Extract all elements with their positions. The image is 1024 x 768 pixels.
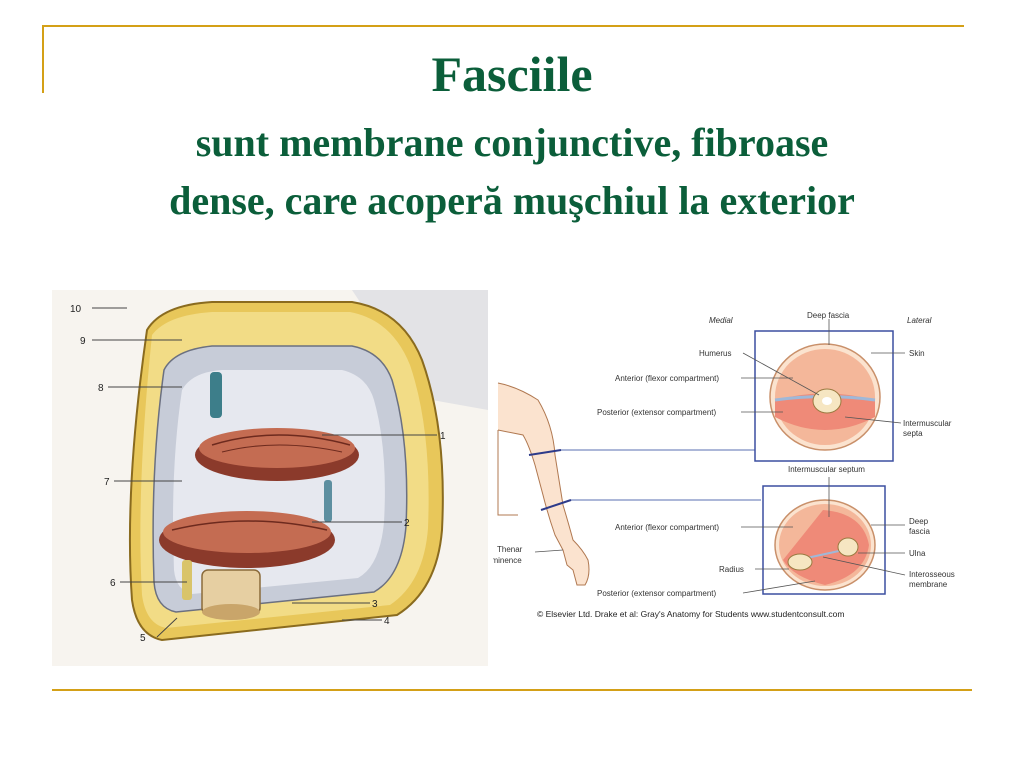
posterior-upper-label: Posterior (extensor compartment): [597, 408, 716, 417]
label-7: 7: [104, 477, 110, 488]
humerus-label: Humerus: [699, 349, 731, 358]
eminence-label: eminence: [493, 556, 522, 565]
radius-label: Radius: [719, 565, 744, 574]
thenar-label: Thenar: [497, 545, 523, 554]
compartments-diagram: Medial Lateral Deep fascia Skin Humerus …: [487, 305, 973, 625]
deep-fascia-2-label-b: fascia: [909, 527, 930, 536]
label-10: 10: [70, 304, 82, 315]
left-rule: [42, 25, 44, 93]
slide-subtitle: sunt membrane conjunctive, fibroase dens…: [40, 114, 984, 230]
intermuscular-septum-label: Intermuscular septum: [788, 465, 865, 474]
label-9: 9: [80, 336, 86, 347]
label-1: 1: [440, 431, 446, 442]
subtitle-line-2: dense, care acoperă muşchiul la exterior: [169, 178, 855, 223]
arm-cross-section-illustration: 10 9 8 7 6 5 4 3 2 1: [52, 290, 488, 666]
label-4: 4: [384, 616, 390, 627]
septa-label: septa: [903, 429, 923, 438]
top-rule: [44, 25, 964, 27]
medial-label: Medial: [709, 316, 733, 325]
interosseous-label: Interosseous: [909, 570, 955, 579]
membrane-label: membrane: [909, 580, 948, 589]
label-6: 6: [110, 578, 116, 589]
lateral-label: Lateral: [907, 316, 932, 325]
arm-illustration-svg: 10 9 8 7 6 5 4 3 2 1: [52, 290, 488, 666]
deep-fascia-2-label: Deep: [909, 517, 929, 526]
anterior-lower-label: Anterior (flexor compartment): [615, 523, 719, 532]
anterior-upper-label: Anterior (flexor compartment): [615, 374, 719, 383]
intermuscular-label: Intermuscular: [903, 419, 952, 428]
skin-label: Skin: [909, 349, 925, 358]
compartments-svg: Medial Lateral Deep fascia Skin Humerus …: [487, 305, 973, 625]
label-8: 8: [98, 383, 104, 394]
posterior-lower-label: Posterior (extensor compartment): [597, 589, 716, 598]
label-2: 2: [404, 518, 410, 529]
ulna-label: Ulna: [909, 549, 926, 558]
bottom-rule: [52, 689, 972, 691]
deep-fascia-label: Deep fascia: [807, 311, 850, 320]
label-3: 3: [372, 599, 378, 610]
label-5: 5: [140, 633, 146, 644]
credit-line: © Elsevier Ltd. Drake et al: Gray's Anat…: [537, 609, 844, 619]
slide-title: Fasciile: [431, 46, 593, 102]
subtitle-line-1: sunt membrane conjunctive, fibroase: [195, 120, 829, 165]
